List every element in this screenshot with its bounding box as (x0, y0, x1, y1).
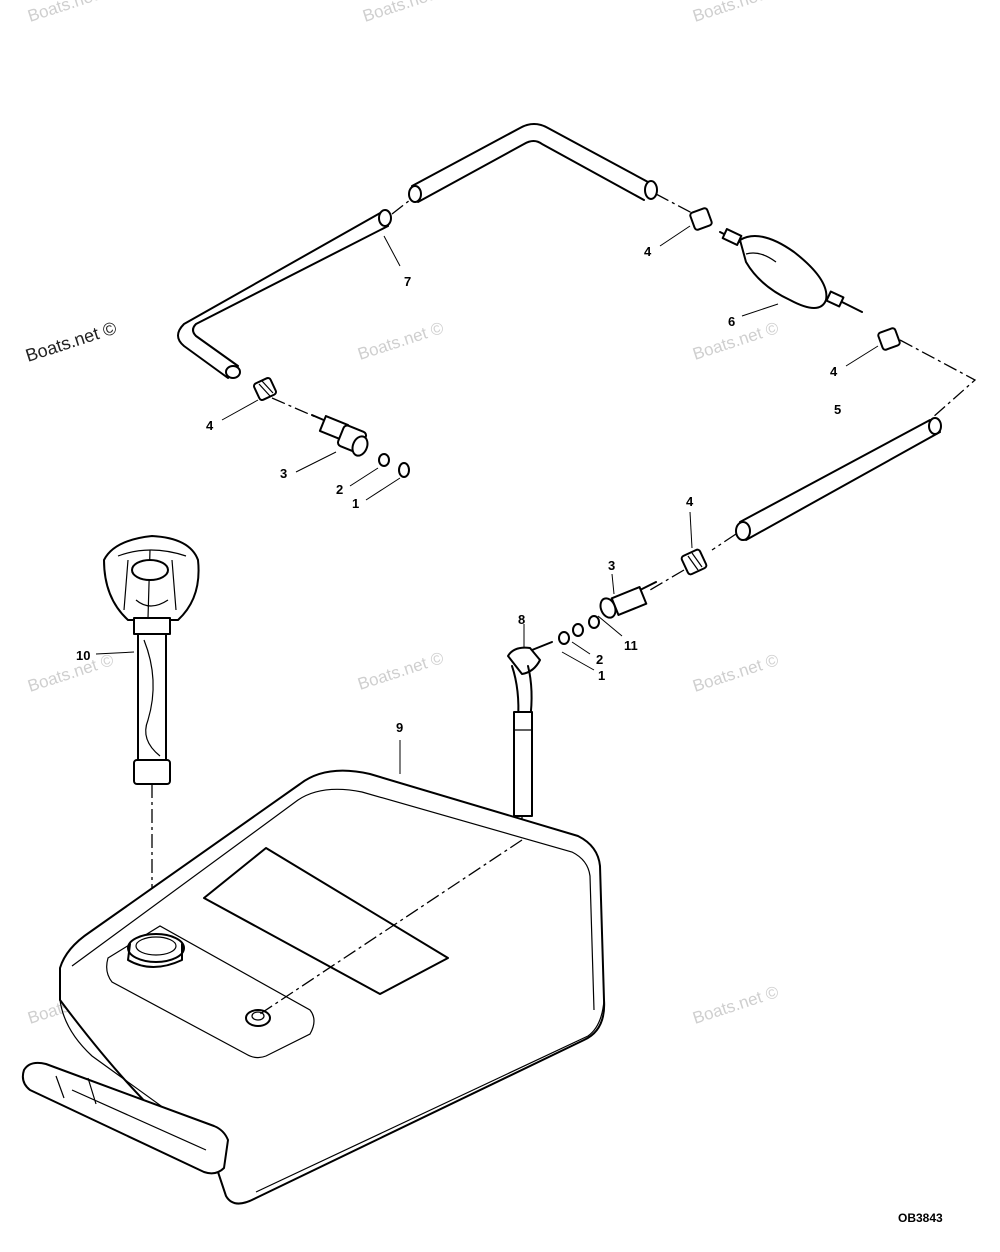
fuel-tank-9 (21, 769, 606, 1205)
watermark: Boats.net © (690, 982, 781, 1028)
primer-bulb-6 (655, 193, 863, 313)
watermark: Boats.net © (690, 0, 781, 26)
hose-7 (177, 123, 658, 379)
watermark: Boats.net © (25, 650, 116, 696)
callout-1-left: 1 (352, 496, 359, 511)
callouts: 4 3 2 1 7 4 6 4 5 4 3 11 2 1 8 9 10 (76, 244, 841, 735)
watermark: Boats.net © (690, 318, 781, 364)
watermark: Boats.net © (25, 0, 116, 26)
pickup-tube-8 (507, 641, 553, 840)
watermark: Boats.net © (23, 318, 119, 366)
callout-8: 8 (518, 612, 525, 627)
hose-5 (735, 327, 977, 541)
callout-4-mid: 4 (686, 494, 694, 509)
callout-1-right: 1 (598, 668, 605, 683)
fuel-gauge-10 (103, 535, 200, 930)
watermark: Boats.net © (690, 650, 781, 696)
callout-7: 7 (404, 274, 411, 289)
connector-3-right (558, 533, 737, 645)
callout-6: 6 (728, 314, 735, 329)
leader-lines (95, 225, 879, 774)
callout-9: 9 (396, 720, 403, 735)
drawing-code: OB3843 (898, 1211, 943, 1225)
callout-5: 5 (834, 402, 841, 417)
callout-4-left: 4 (206, 418, 214, 433)
callout-10: 10 (76, 648, 90, 663)
callout-2-right: 2 (596, 652, 603, 667)
callout-2-left: 2 (336, 482, 343, 497)
callout-11: 11 (624, 638, 638, 653)
callout-3-left: 3 (280, 466, 287, 481)
callout-3-right: 3 (608, 558, 615, 573)
watermark: Boats.net © (360, 0, 451, 26)
connector-3-left (271, 397, 410, 478)
watermark: Boats.net © (355, 648, 446, 694)
hose-clamp-4-left (253, 377, 277, 401)
callout-4-top-right: 4 (644, 244, 652, 259)
callout-4-right: 4 (830, 364, 838, 379)
watermark: Boats.net © (355, 318, 446, 364)
